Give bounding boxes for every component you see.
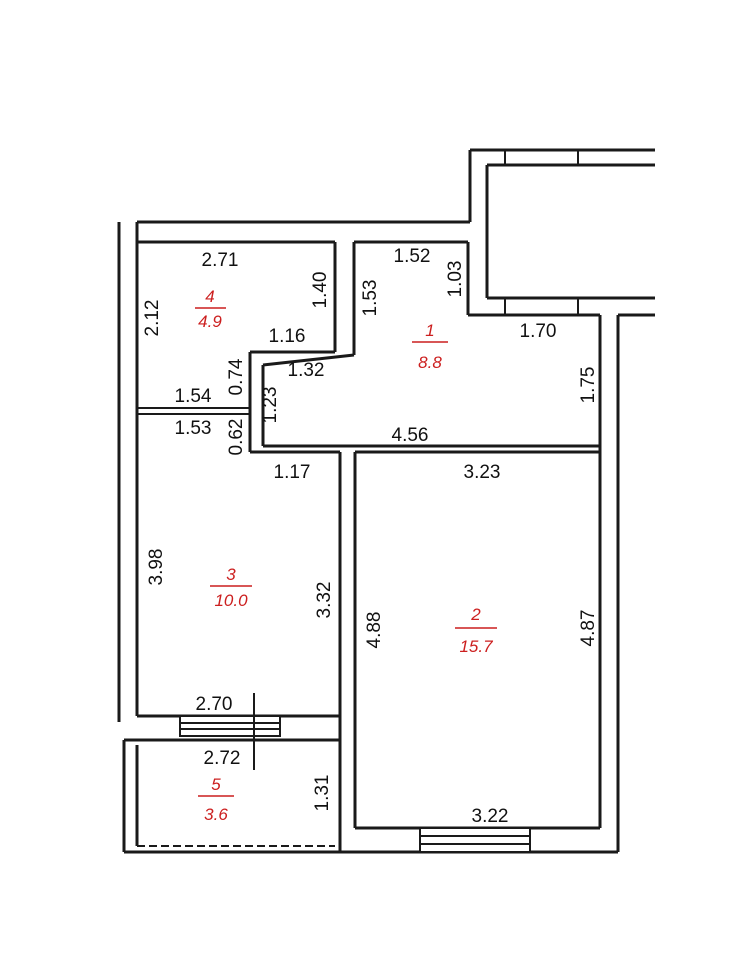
dim-r5-right: 1.31 bbox=[312, 775, 333, 812]
dim-r4-step: 1.16 bbox=[269, 326, 306, 347]
dim-r3-left: 3.98 bbox=[146, 549, 167, 586]
dim-r5-top: 2.72 bbox=[204, 748, 241, 769]
dim-r4-top: 2.71 bbox=[202, 250, 239, 271]
window-r3 bbox=[179, 715, 281, 737]
room-3-number: 3 bbox=[226, 565, 236, 584]
dim-r1-inner-vertical: 1.23 bbox=[260, 387, 281, 424]
dim-r2-right: 4.87 bbox=[578, 610, 599, 647]
dim-r3-small-vertical: 0.62 bbox=[226, 419, 247, 456]
window-r2 bbox=[419, 827, 531, 853]
dim-r3-top: 1.53 bbox=[175, 418, 212, 439]
dim-r2-top: 3.23 bbox=[464, 462, 501, 483]
room-3-area: 10.0 bbox=[214, 591, 248, 610]
room-4-number: 4 bbox=[205, 287, 214, 306]
dim-r1-vertical-mid: 1.03 bbox=[445, 261, 466, 298]
dim-r4-right: 1.40 bbox=[310, 272, 331, 309]
dimensions: 2.71 2.12 1.40 1.16 1.54 0.74 1.52 1.53 … bbox=[142, 246, 599, 827]
dim-r1-right: 1.75 bbox=[578, 367, 599, 404]
dim-r3-bottom: 2.70 bbox=[196, 694, 233, 715]
room-labels: 4 4.9 1 8.8 3 10.0 2 15.7 5 3.6 bbox=[195, 287, 497, 824]
dim-r4-bottom: 1.54 bbox=[175, 386, 212, 407]
room-4-area: 4.9 bbox=[198, 312, 222, 331]
dim-r4-left: 2.12 bbox=[142, 300, 163, 337]
room-2-area: 15.7 bbox=[459, 637, 493, 656]
dim-r1-vertical-left: 1.53 bbox=[360, 280, 381, 317]
dim-r3-right: 3.32 bbox=[314, 582, 335, 619]
room-1-number: 1 bbox=[425, 321, 434, 340]
room-5-number: 5 bbox=[211, 775, 221, 794]
wall-step-inner bbox=[262, 353, 355, 367]
dim-r1-bottom: 4.56 bbox=[392, 425, 429, 446]
dim-r3-top-right: 1.17 bbox=[274, 462, 311, 483]
room-2-number: 2 bbox=[470, 605, 481, 624]
dim-r1-inner-horizontal: 1.32 bbox=[288, 360, 325, 381]
walls bbox=[117, 148, 655, 854]
dim-r4-small-vertical: 0.74 bbox=[226, 358, 247, 395]
room-1-area: 8.8 bbox=[418, 353, 442, 372]
dim-r2-left: 4.88 bbox=[364, 612, 385, 649]
dim-r2-bottom: 3.22 bbox=[472, 806, 509, 827]
dim-r1-top-right: 1.70 bbox=[520, 321, 557, 342]
room-5-area: 3.6 bbox=[204, 805, 228, 824]
dim-r1-top-left: 1.52 bbox=[394, 246, 431, 267]
